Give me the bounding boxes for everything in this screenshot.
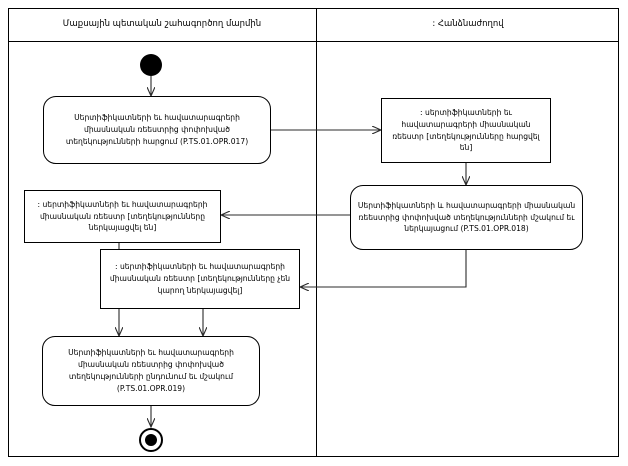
swimlane-title-left: Մաքսային պետական շահագործող մարմին <box>62 19 262 29</box>
object-node-requested[interactable]: : սերտիֆիկատների եւ հավատարագրերի միասնա… <box>381 98 551 163</box>
swimlane-title-right: : Հանձնաժողով <box>432 19 504 29</box>
action-node-opr-019[interactable]: Սերտիֆիկատների եւ հավատարագրերի միասնակա… <box>42 336 260 406</box>
action-node-opr-018-label: Սերտիֆիկատների և հավատարագրերի միասնական… <box>357 200 576 234</box>
action-node-opr-017-label: Սերտիֆիկատների եւ հավատարագրերի միասնակա… <box>65 113 249 146</box>
swimlane-header-divider <box>8 41 619 42</box>
object-node-not-presented[interactable]: : սերտիֆիկատների եւ հավատարագրերի միասնա… <box>100 249 300 309</box>
action-node-opr-019-label: Սերտիֆիկատների եւ հավատարագրերի միասնակա… <box>68 348 234 393</box>
final-node <box>139 428 163 452</box>
object-node-requested-label: : սերտիֆիկատների եւ հավատարագրերի միասնա… <box>392 107 540 153</box>
action-node-opr-018[interactable]: Սերտիֆիկատների և հավատարագրերի միասնական… <box>350 185 583 250</box>
object-node-presented-label: : սերտիֆիկատների եւ հավատարագրերի միասնա… <box>37 199 208 233</box>
swimlane-vertical-divider <box>316 8 317 457</box>
object-node-presented[interactable]: : սերտիֆիկատների եւ հավատարագրերի միասնա… <box>24 190 221 243</box>
action-node-opr-017[interactable]: Սերտիֆիկատների եւ հավատարագրերի միասնակա… <box>43 96 271 164</box>
initial-node <box>140 54 162 76</box>
object-node-not-presented-label: : սերտիֆիկատների եւ հավատարագրերի միասնա… <box>109 262 291 295</box>
